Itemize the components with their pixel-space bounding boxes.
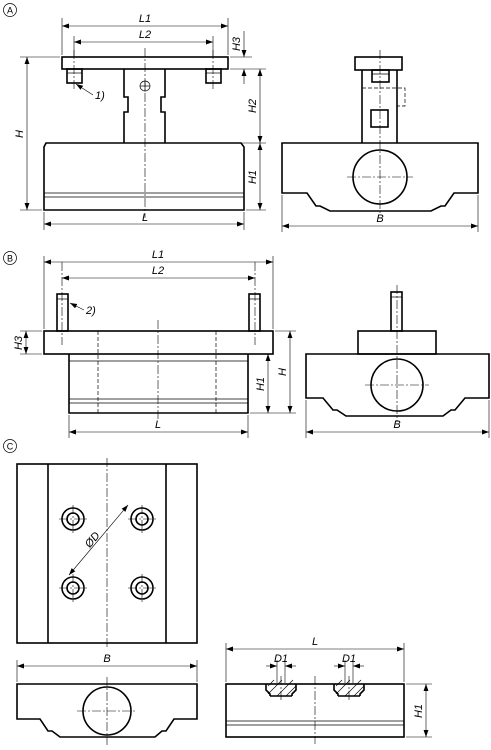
svg-text:D1: D1 — [274, 653, 288, 665]
svg-text:B: B — [7, 254, 13, 264]
svg-text:L2: L2 — [139, 29, 151, 41]
hole-bottom-right — [128, 574, 156, 602]
svg-text:L: L — [155, 419, 161, 431]
svg-text:H1: H1 — [413, 704, 425, 718]
svg-text:ØD: ØD — [82, 530, 102, 551]
view-c-badge: C — [3, 439, 17, 453]
view-a-side — [281, 50, 479, 215]
svg-text:A: A — [7, 6, 13, 16]
svg-text:B: B — [393, 419, 400, 431]
svg-text:1): 1) — [95, 90, 105, 102]
hole-top-right — [128, 505, 156, 533]
svg-text:C: C — [7, 442, 14, 452]
svg-text:L1: L1 — [139, 13, 151, 25]
svg-text:H: H — [14, 130, 26, 138]
svg-text:B: B — [376, 213, 383, 225]
svg-text:H1: H1 — [255, 377, 267, 391]
view-a-dimensions: L1 L2 H3 H2 H1 H — [14, 13, 266, 230]
svg-text:L2: L2 — [152, 265, 164, 277]
view-c-front: B — [16, 653, 198, 745]
view-a: A L1 — [3, 3, 479, 232]
svg-text:D1: D1 — [342, 653, 356, 665]
svg-text:H2: H2 — [247, 99, 259, 113]
hole-top-left — [59, 505, 87, 533]
section-right — [333, 676, 365, 700]
svg-text:H3: H3 — [13, 335, 25, 350]
view-b-side — [305, 285, 490, 422]
view-b-front — [43, 262, 274, 420]
view-c: C — [3, 439, 432, 745]
view-b-side-dimensions: B — [305, 400, 490, 438]
svg-text:L: L — [142, 212, 148, 224]
view-c-side: L D1 D1 H1 — [225, 636, 432, 744]
view-b: B L1 L2 — [3, 249, 490, 438]
view-a-side-dimensions: B — [281, 195, 479, 232]
svg-text:H3: H3 — [231, 36, 243, 51]
svg-text:H: H — [277, 368, 289, 376]
view-a-badge: A — [3, 3, 17, 17]
section-left — [265, 676, 297, 700]
view-a-front — [43, 48, 245, 218]
svg-text:H1: H1 — [247, 170, 259, 184]
svg-text:L1: L1 — [152, 249, 164, 261]
view-b-badge: B — [3, 251, 17, 265]
hole-bottom-left — [59, 574, 87, 602]
svg-text:2): 2) — [85, 305, 96, 317]
view-c-top: ØD — [16, 458, 198, 648]
svg-text:L: L — [312, 636, 318, 648]
svg-text:B: B — [103, 653, 110, 665]
view-b-dimensions: L1 L2 H3 H1 H L 2) — [13, 249, 296, 438]
counterbore-holes — [59, 505, 156, 602]
